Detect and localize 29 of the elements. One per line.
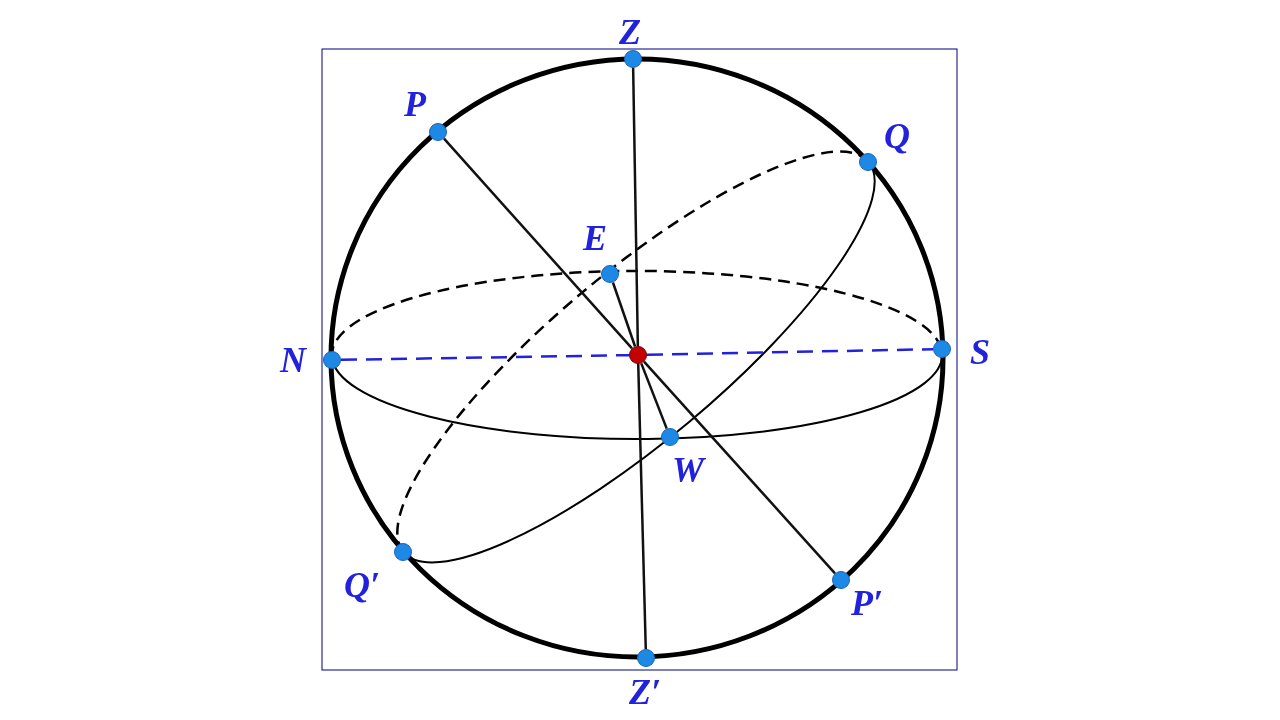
point-label: Z′ bbox=[628, 674, 662, 710]
point-label: S bbox=[970, 334, 990, 370]
point-label: Z bbox=[619, 14, 641, 50]
point-label: W bbox=[672, 452, 704, 488]
point-marker bbox=[661, 428, 679, 446]
line bbox=[643, 360, 836, 575]
point-marker bbox=[323, 351, 341, 369]
line bbox=[611, 282, 637, 347]
line bbox=[637, 363, 647, 650]
line bbox=[640, 362, 668, 430]
point-marker bbox=[859, 153, 877, 171]
point-marker bbox=[832, 571, 850, 589]
point-marker bbox=[624, 50, 642, 68]
point-label: N bbox=[280, 342, 306, 378]
point-marker bbox=[429, 123, 447, 141]
point-marker bbox=[933, 340, 951, 358]
point-marker bbox=[394, 543, 412, 561]
line bbox=[646, 347, 934, 357]
point-label: Q′ bbox=[343, 567, 381, 603]
line bbox=[631, 67, 640, 347]
line bbox=[340, 353, 630, 362]
point-marker bbox=[637, 649, 655, 667]
point-label: P′ bbox=[850, 585, 884, 621]
point-marker bbox=[601, 265, 619, 283]
point-label: Q bbox=[884, 118, 910, 154]
centre-point bbox=[629, 346, 647, 364]
line bbox=[443, 137, 633, 350]
point-label: E bbox=[583, 220, 607, 256]
point-label: P bbox=[404, 86, 426, 122]
